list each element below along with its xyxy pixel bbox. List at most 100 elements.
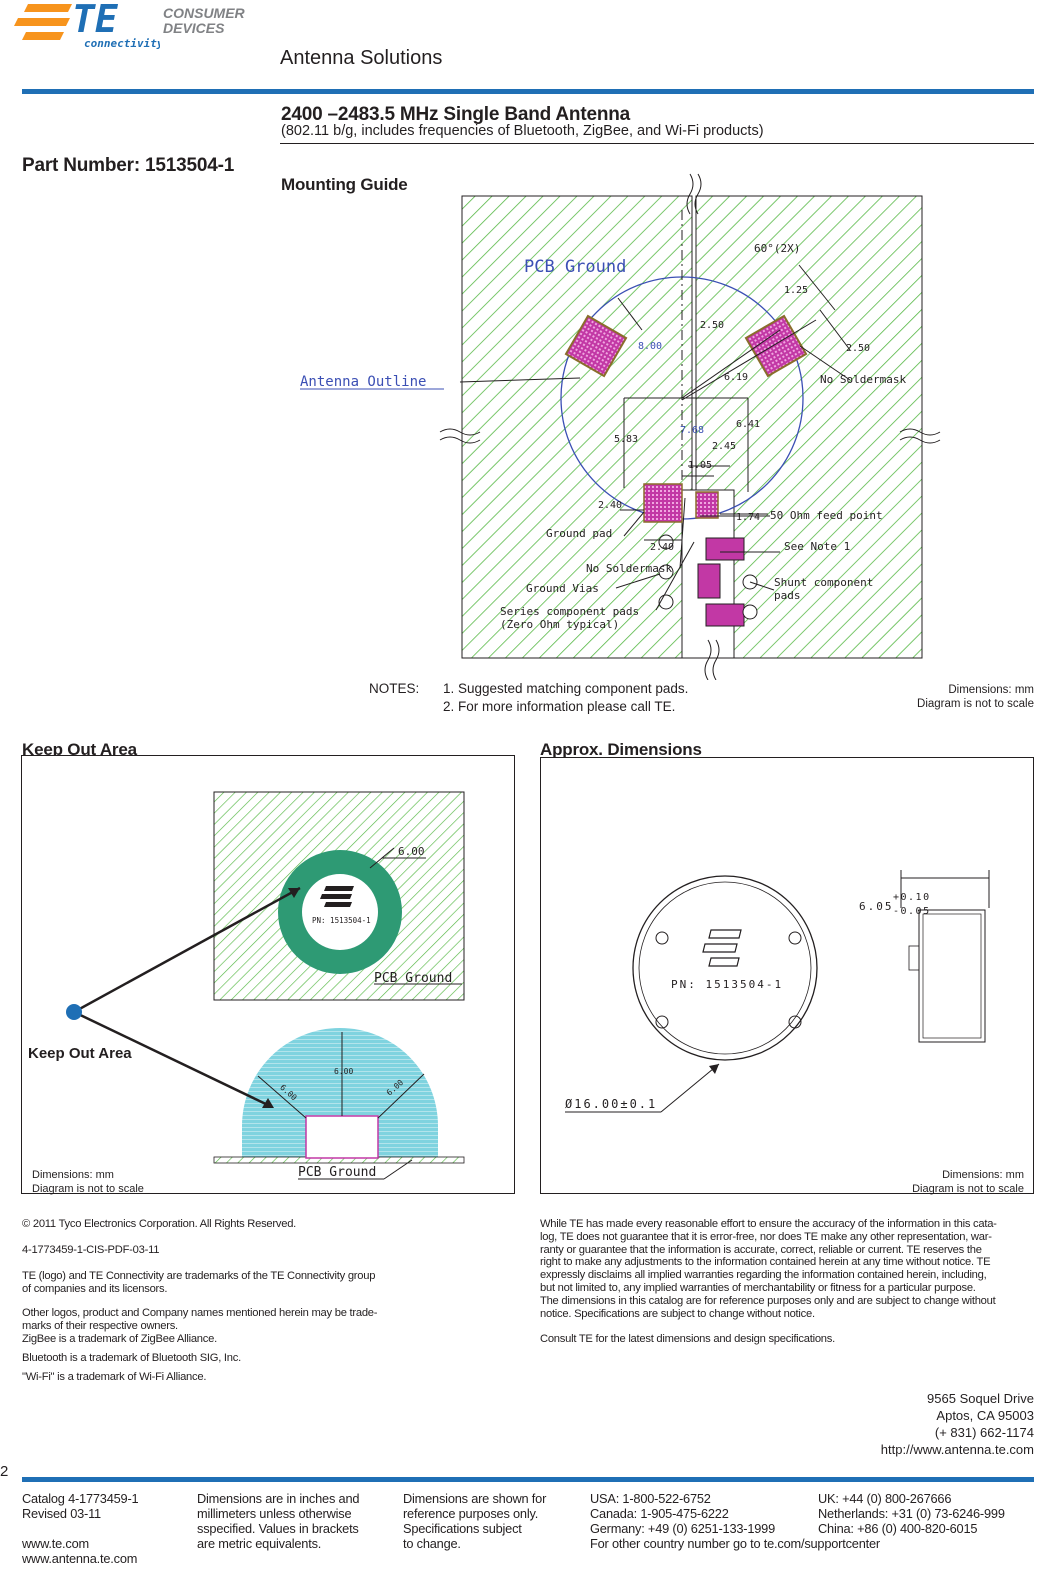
division-line-1: CONSUMER <box>163 5 245 21</box>
note-2: 2. For more information please call TE. <box>443 699 676 714</box>
address-city: Aptos, CA 95003 <box>936 1408 1034 1423</box>
svg-text:Ø16.00±0.1: Ø16.00±0.1 <box>565 1097 657 1111</box>
dim-note-scale: Diagram is not to scale <box>912 1183 1024 1195</box>
keepout-heading: Keep Out Area <box>22 740 137 759</box>
svg-text:1.05: 1.05 <box>688 460 712 471</box>
doc-code: 4-1773459-1-CIS-PDF-03-11 <box>22 1244 160 1256</box>
footer-col-phones-2: UK: +44 (0) 800-267666 Netherlands: +31 … <box>818 1491 1005 1536</box>
disclaimer-line: expressly disclaims all implied warranti… <box>540 1269 987 1282</box>
svg-text:No Soldermask: No Soldermask <box>820 373 906 386</box>
copyright: © 2011 Tyco Electronics Corporation. All… <box>22 1218 297 1230</box>
dim-note-scale: Diagram is not to scale <box>917 698 1034 710</box>
svg-text:8.00: 8.00 <box>638 341 662 352</box>
keepout-label: Keep Out Area <box>28 1045 132 1062</box>
keepout-dim-note: Dimensions: mm Diagram is not to scale <box>32 1168 144 1196</box>
disclaimer-line: notice. Specifications are subject to ch… <box>540 1307 815 1320</box>
title-rule <box>280 143 1034 144</box>
svg-text:50 Ohm feed point: 50 Ohm feed point <box>770 509 883 522</box>
spacer <box>22 1521 138 1536</box>
phone-netherlands: Netherlands: +31 (0) 73-6246-999 <box>818 1506 1005 1521</box>
footer-rule <box>22 1477 1034 1482</box>
svg-text:5.83: 5.83 <box>614 434 638 445</box>
division-line-2: DEVICES <box>163 20 225 36</box>
approx-diagram: PN: 1513504-1 6.05 +0.10 -0.05 Ø16.00±0.… <box>565 870 990 1113</box>
svg-text:No Soldermask: No Soldermask <box>586 562 672 575</box>
svg-text:+0.10: +0.10 <box>893 892 931 903</box>
svg-text:Series component pads: Series component pads <box>500 605 639 618</box>
svg-text:PCB Ground: PCB Ground <box>374 971 452 986</box>
footer-line: are metric equivalents. <box>197 1536 322 1551</box>
header-rule <box>22 89 1034 94</box>
footer-col-catalog: Catalog 4-1773459-1 Revised 03-11 www.te… <box>22 1491 139 1566</box>
dim-note-units: Dimensions: mm <box>942 1169 1024 1181</box>
dim-note-units: Dimensions: mm <box>948 684 1034 696</box>
svg-text:2.45: 2.45 <box>712 441 736 452</box>
svg-text:-0.05: -0.05 <box>893 906 931 917</box>
svg-text:PCB Ground: PCB Ground <box>298 1165 376 1180</box>
disclaimer: While TE has made every reasonable effor… <box>540 1218 1034 1346</box>
phone-china: China: +86 (0) 400-820-6015 <box>818 1521 978 1536</box>
legal-left: © 2011 Tyco Electronics Corporation. All… <box>22 1218 422 1384</box>
svg-text:6.05: 6.05 <box>859 900 894 913</box>
address-url[interactable]: http://www.antenna.te.com <box>880 1442 1034 1457</box>
footer-col-phones-1: USA: 1-800-522-6752 Canada: 1-905-475-62… <box>590 1491 880 1551</box>
part-number: Part Number: 1513504-1 <box>22 155 235 176</box>
trademark-other-2: marks of their respective owners. <box>22 1320 178 1332</box>
mounting-guide-heading: Mounting Guide <box>281 175 408 194</box>
svg-text:2.40: 2.40 <box>598 500 622 511</box>
note-1: 1. Suggested matching component pads. <box>443 681 689 696</box>
section-title: Antenna Solutions <box>280 47 443 69</box>
svg-text:Antenna Outline: Antenna Outline <box>300 374 426 390</box>
svg-text:PN: 1513504-1: PN: 1513504-1 <box>671 978 783 991</box>
phone-canada: Canada: 1-905-475-6222 <box>590 1506 729 1521</box>
dim-note-scale: Diagram is not to scale <box>32 1183 144 1195</box>
svg-text:pads: pads <box>774 589 801 602</box>
antenna-website-link[interactable]: www.antenna.te.com <box>22 1551 138 1566</box>
revision: Revised 03-11 <box>22 1506 101 1521</box>
trademark-te-2: of companies and its licensors. <box>22 1283 168 1295</box>
approx-dim-note: Dimensions: mm Diagram is not to scale <box>912 1168 1024 1196</box>
trademark-bluetooth: Bluetooth is a trademark of Bluetooth SI… <box>22 1352 241 1364</box>
svg-text:6.00: 6.00 <box>334 1067 353 1076</box>
keepout-panel: 6.00 PN: 1513504-1 PCB Ground 6.00 6.00 … <box>21 755 515 1194</box>
phone-uk: UK: +44 (0) 800-267666 <box>818 1491 952 1506</box>
svg-text:connectivity: connectivity <box>84 37 160 50</box>
disclaimer-line: The dimensions in this catalog are for r… <box>540 1294 996 1307</box>
trademark-other-1: Other logos, product and Company names m… <box>22 1307 378 1319</box>
svg-text:TE: TE <box>72 0 119 41</box>
svg-text:1.25: 1.25 <box>784 285 808 296</box>
page-number: 2 <box>0 1463 9 1480</box>
dim-note-units: Dimensions: mm <box>32 1169 114 1181</box>
te-logo: TE connectivity <box>10 0 164 52</box>
disclaimer-line: but not limited to, any implied warranti… <box>540 1281 976 1294</box>
address-street: 9565 Soquel Drive <box>927 1391 1034 1406</box>
svg-text:PCB Ground: PCB Ground <box>524 257 626 277</box>
footer-line: to change. <box>403 1536 461 1551</box>
division-name: CONSUMER DEVICES <box>163 6 245 36</box>
approx-panel: PN: 1513504-1 6.05 +0.10 -0.05 Ø16.00±0.… <box>540 757 1034 1194</box>
te-website-link[interactable]: www.te.com <box>22 1536 89 1551</box>
svg-text:Ground pad: Ground pad <box>546 527 612 540</box>
svg-text:2.50: 2.50 <box>846 343 870 354</box>
mounting-guide-diagram: PCB Ground Antenna Outline 60°(2X) No So… <box>300 173 941 680</box>
notes-label: NOTES: <box>369 681 420 696</box>
support-center: For other country number go to te.com/su… <box>590 1536 880 1551</box>
svg-text:7.68: 7.68 <box>680 425 704 436</box>
footer-line: Dimensions are shown for <box>403 1491 547 1506</box>
svg-text:6.00: 6.00 <box>398 845 425 858</box>
trademark-zigbee: ZigBee is a trademark of ZigBee Alliance… <box>22 1333 217 1345</box>
disclaimer-line: While TE has made every reasonable effor… <box>540 1218 997 1230</box>
trademark-te-1: TE (logo) and TE Connectivity are tradem… <box>22 1270 376 1282</box>
svg-text:(Zero Ohm typical): (Zero Ohm typical) <box>500 618 619 631</box>
trademark-wifi: "Wi-Fi" is a trademark of Wi-Fi Alliance… <box>22 1371 207 1383</box>
disclaimer-line: log, TE does not guarantee that it is er… <box>540 1230 992 1243</box>
product-title: 2400 –2483.5 MHz Single Band Antenna <box>281 104 630 125</box>
approx-heading: Approx. Dimensions <box>540 740 702 759</box>
svg-text:Shunt component: Shunt component <box>774 576 873 589</box>
svg-text:2.50: 2.50 <box>700 320 724 331</box>
address-phone: (+ 831) 662-1174 <box>934 1425 1034 1440</box>
keepout-diagram: 6.00 PN: 1513504-1 PCB Ground 6.00 6.00 … <box>66 791 465 1180</box>
svg-text:2.40: 2.40 <box>650 542 674 553</box>
footer-line: Specifications subject <box>403 1521 522 1536</box>
svg-text:6.41: 6.41 <box>736 419 760 430</box>
